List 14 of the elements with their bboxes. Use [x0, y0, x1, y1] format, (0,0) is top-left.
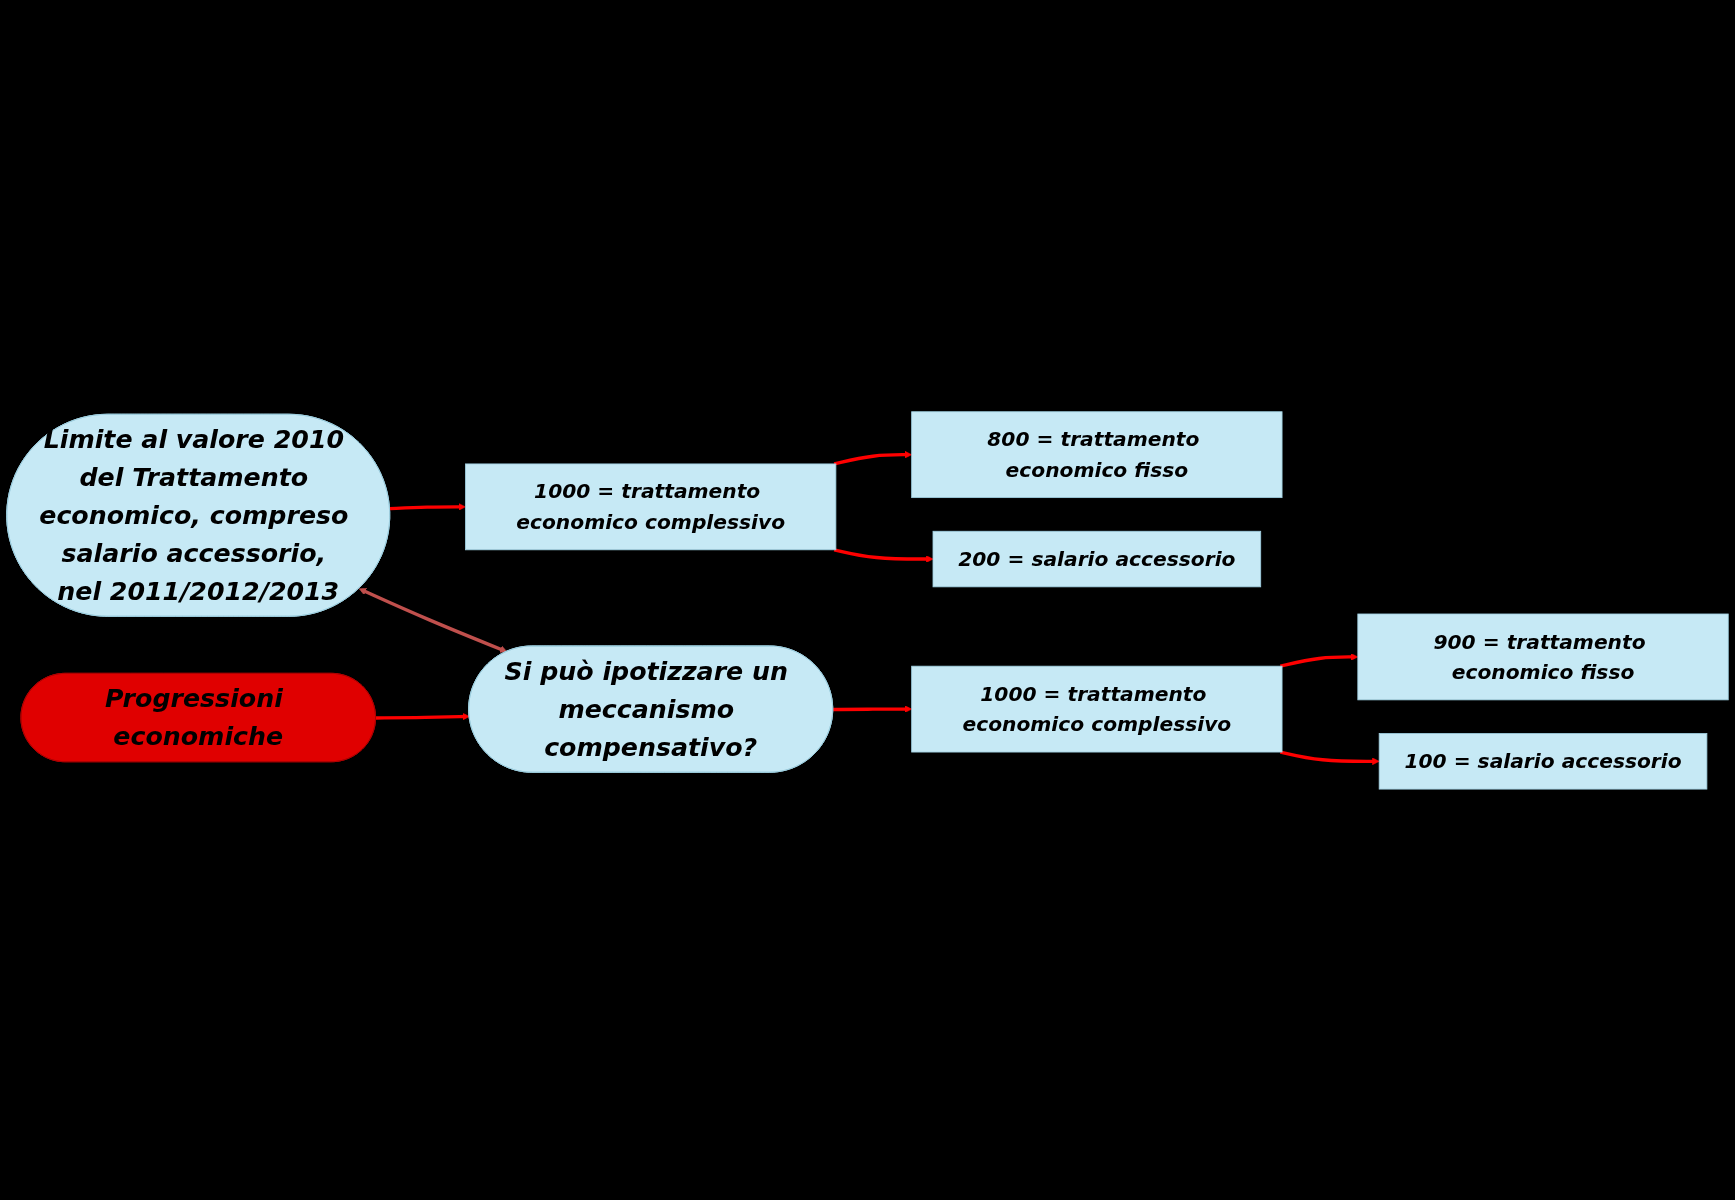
node-box: 1000 = trattamento economico complessivo [911, 665, 1283, 753]
arrow [375, 712, 470, 720]
arrow [833, 705, 912, 713]
arrow [358, 587, 508, 653]
arrow [389, 502, 466, 511]
arrow [1279, 750, 1380, 765]
arrow [833, 450, 912, 466]
node-box: 800 = trattamento economico fisso [911, 410, 1283, 498]
node-box: 900 = trattamento economico fisso [1357, 613, 1729, 700]
node-box: 1000 = trattamento economico complessivo [465, 463, 837, 550]
arrow [1279, 652, 1359, 668]
node-box: 200 = salario accessorio [932, 530, 1262, 587]
node-box: 100 = salario accessorio [1378, 732, 1708, 790]
arrow [833, 547, 934, 563]
